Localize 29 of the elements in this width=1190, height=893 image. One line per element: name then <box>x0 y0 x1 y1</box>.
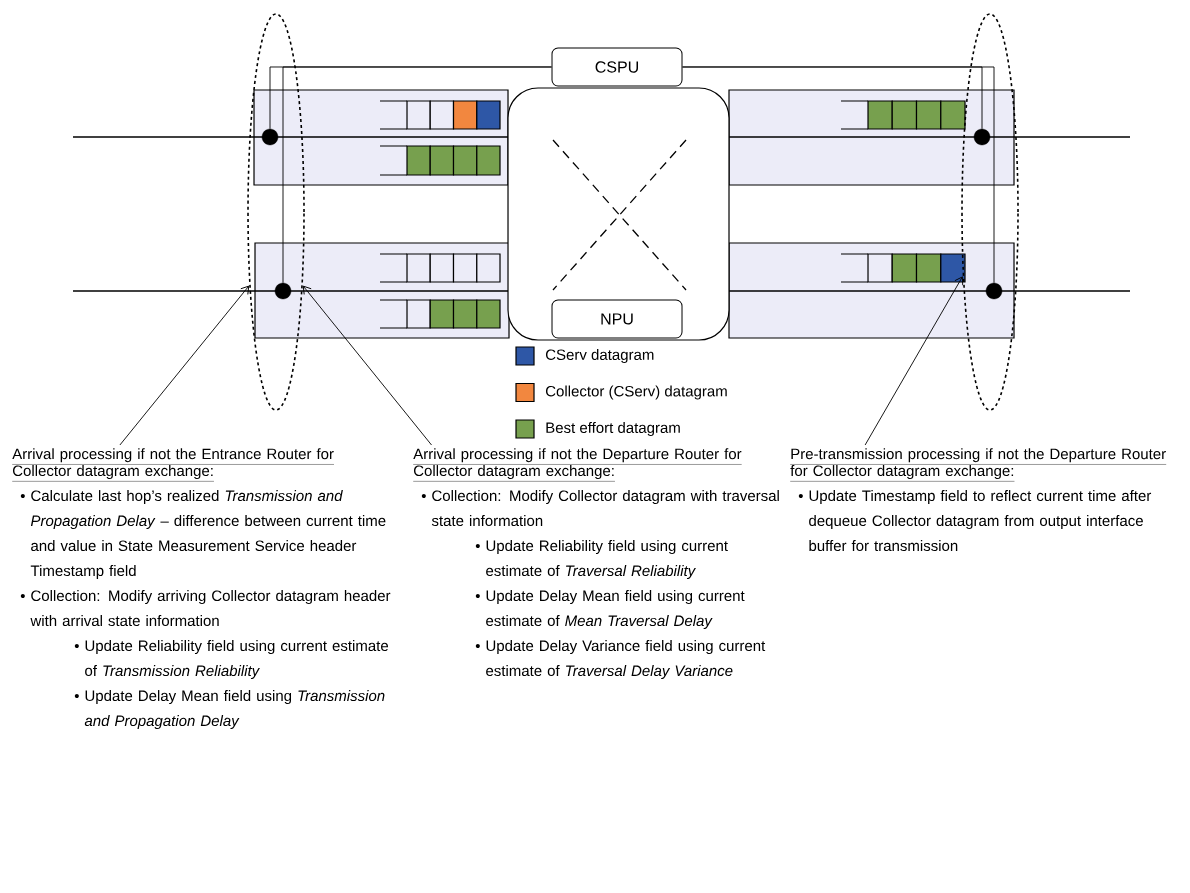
underlined-heading: Arrival processing if not the Entrance Router for Collector datagram exchange: <box>12 448 335 482</box>
underlined-heading: Pre-transmission processing if not the Departure Router for Collector datagram exchange: <box>790 448 1167 482</box>
bullet-item: • Update Delay Variance field using current estimate of Traversal Delay Variance <box>475 640 766 680</box>
wire <box>682 66 995 284</box>
junction-dot <box>274 282 292 300</box>
bullet-item: • Update Reliability field using current estimate of Transmission Reliability <box>74 640 389 680</box>
bullet-item: • Update Timestamp field to reflect current time after dequeue Collector datagram from output interface buffer for transmission <box>798 490 1152 552</box>
legend-label: Collector (CServ) datagram <box>546 385 727 400</box>
leader-arrow <box>119 285 250 446</box>
junction-dot <box>973 128 991 146</box>
legend-label: CServ datagram <box>546 349 654 363</box>
processor-box: CSPU <box>551 47 683 87</box>
switch-fabric-box <box>507 87 730 341</box>
wire <box>282 66 552 284</box>
junction-dot <box>261 128 279 146</box>
bullet-item: • Collection: Modify arriving Collector datagram header with arrival state information <box>20 590 391 627</box>
underlined-heading: Arrival processing if not the Departure Router for Collector datagram exchange: <box>413 448 742 482</box>
legend-label: Best effort datagram <box>546 422 680 436</box>
bullet-item: • Calculate last hop’s realized Transmission and Propagation Delay – difference between current time and value in State Measurement Service header Timestamp field <box>20 490 386 580</box>
bullet-item: • Update Delay Mean field using current estimate of Mean Traversal Delay <box>475 590 745 630</box>
dashed-ellipse <box>247 13 305 411</box>
bullet-item: • Collection: Modify Collector datagram with traversal state information <box>421 490 779 527</box>
leader-arrow <box>864 276 964 446</box>
leader-arrow <box>302 285 432 446</box>
bullet-item: • Update Delay Mean field using Transmission and Propagation Delay <box>74 690 385 730</box>
processor-box: NPU <box>551 299 683 339</box>
junction-dot <box>985 282 1003 300</box>
dashed-ellipse <box>961 13 1019 411</box>
bullet-item: • Update Reliability field using current estimate of Traversal Reliability <box>475 540 728 580</box>
